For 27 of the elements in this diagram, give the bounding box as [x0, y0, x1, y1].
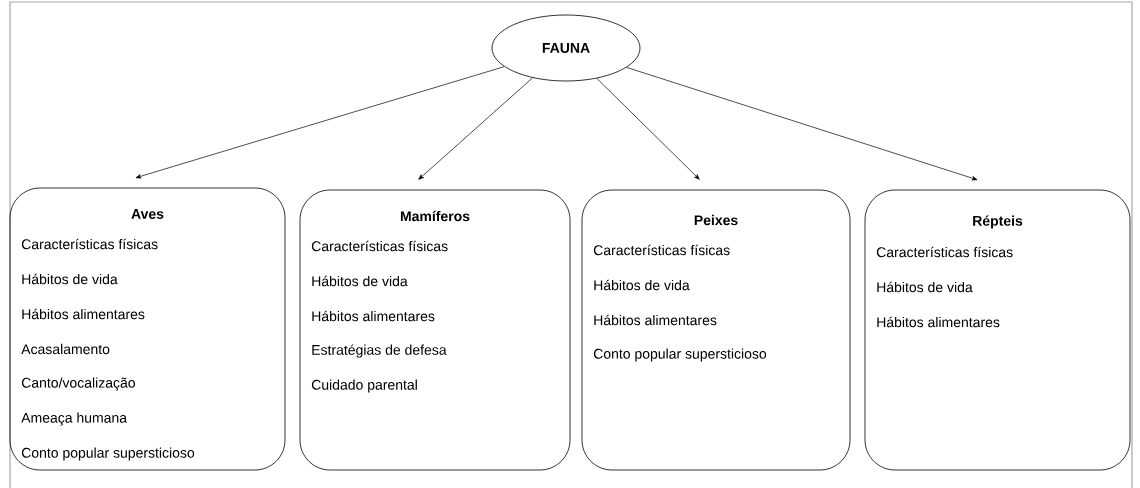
heading: Peixes	[694, 214, 738, 226]
list-item: Conto popular supersticioso	[21, 447, 195, 461]
list-item: Características físicas	[593, 244, 730, 256]
list-item: Canto/vocalização	[21, 377, 135, 391]
heading: Répteis	[973, 215, 1023, 229]
list-item: Acasalamento	[21, 343, 110, 355]
list-item: Estratégias de defesa	[312, 344, 447, 358]
heading: Mamíferos	[400, 210, 470, 222]
arrow	[596, 78, 700, 180]
list-item: Hábitos alimentares	[594, 314, 717, 326]
list-item: Hábitos de vida	[22, 273, 118, 285]
arrow	[135, 66, 505, 179]
list-item: Características físicas	[311, 240, 448, 252]
arrow	[418, 77, 533, 180]
list-item: Hábitos de vida	[312, 275, 408, 287]
heading: Aves	[131, 209, 164, 219]
list-item: Conto popular supersticioso	[593, 348, 767, 362]
list-item: Ameaça humana	[21, 412, 128, 426]
list-item: Hábitos alimentares	[312, 310, 435, 322]
list-item: Hábitos de vida	[594, 279, 690, 291]
arrow	[626, 67, 978, 181]
list-item: Hábitos de vida	[877, 281, 973, 293]
list-item: Características físicas	[876, 246, 1013, 258]
list-item: Hábitos alimentares	[877, 316, 1000, 328]
list-item: Cuidado parental	[311, 379, 417, 393]
list-item: Hábitos alimentares	[22, 308, 145, 320]
list-item: Características físicas	[21, 238, 158, 250]
